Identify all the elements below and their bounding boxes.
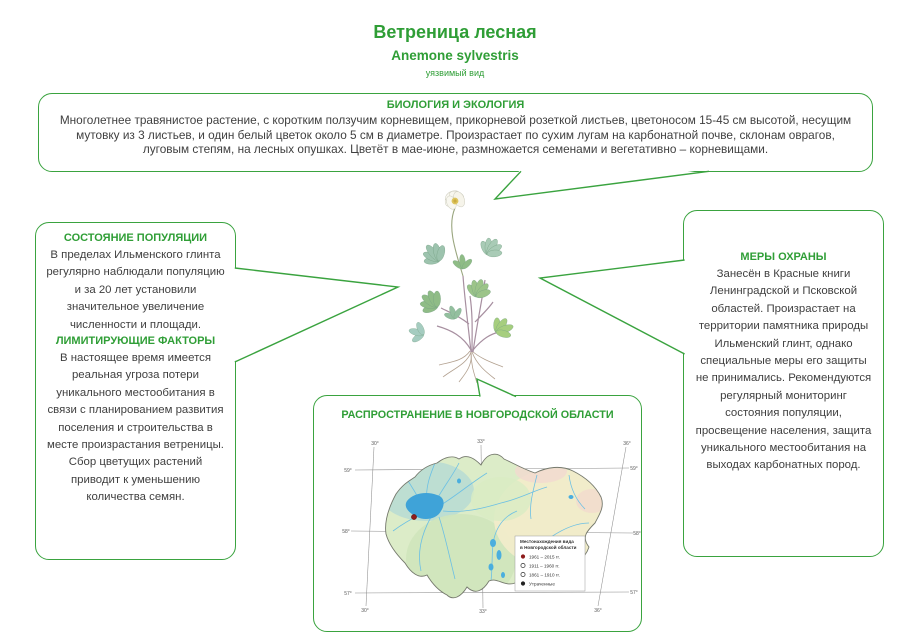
- legend-open-circle-icon: [520, 572, 526, 577]
- biology-callout: БИОЛОГИЯ И ЭКОЛОГИЯ Многолетнее травянис…: [38, 93, 873, 172]
- legend-item-label: 1911 – 1960 гг.: [529, 564, 560, 569]
- plant-illustration: [408, 190, 514, 384]
- plant-roots: [438, 350, 504, 384]
- legend-filled-red-circle-icon: [520, 554, 526, 559]
- flower: [444, 190, 465, 210]
- lon-label-bottom: 30°: [361, 608, 369, 614]
- legend-item-label: 1961 – 2015 гг.: [529, 555, 560, 560]
- map-legend: Местонахождения вида в Новгородской обла…: [514, 535, 586, 592]
- lon-label-bottom: 36°: [594, 608, 602, 614]
- legend-title-line2: в Новгородской области: [520, 544, 577, 550]
- limiting-factors-header: ЛИМИТИРУЮЩИЕ ФАКТОРЫ: [55, 335, 216, 348]
- distribution-map: 30° 33° 36° 30° 33° 36° 59° 58° 57° 59° …: [342, 439, 641, 614]
- legend-item-label: 1861 – 1910 гг.: [529, 573, 560, 578]
- population-header: СОСТОЯНИЕ ПОПУЛЯЦИИ: [63, 232, 208, 244]
- region-boundary: [385, 453, 603, 599]
- lat-label-right: 57°: [630, 590, 638, 596]
- plant-leaves: [408, 237, 514, 343]
- map-grid-labels: 30° 33° 36° 30° 33° 36° 59° 58° 57° 59° …: [342, 439, 641, 614]
- distribution-callout: РАСПРОСТРАНЕНИЕ В НОВГОРОДСКОЙ ОБЛАСТИ 3…: [313, 395, 642, 632]
- population-text: В пределах Ильменского глинта регулярно …: [46, 249, 225, 331]
- lake-ilmen: [405, 478, 574, 578]
- distribution-header: РАСПРОСТРАНЕНИЕ В НОВГОРОДСКОЙ ОБЛАСТИ: [341, 409, 614, 421]
- lon-label-top: 33°: [477, 439, 485, 445]
- protection-text: Занесён в Красные книги Ленинградской и …: [695, 268, 872, 472]
- species-location-marker: [411, 514, 417, 520]
- lon-label-top: 30°: [371, 441, 379, 447]
- population-callout: СОСТОЯНИЕ ПОПУЛЯЦИИ В пределах Ильменско…: [35, 222, 236, 560]
- protection-callout-tail: [537, 259, 686, 355]
- latin-name: Anemone sylvestris: [391, 48, 519, 63]
- lat-label-left: 59°: [344, 468, 352, 474]
- biology-header: БИОЛОГИЯ И ЭКОЛОГИЯ: [386, 99, 525, 111]
- protection-callout: МЕРЫ ОХРАНЫ Занесён в Красные книги Лени…: [683, 210, 884, 557]
- legend-filled-black-circle-icon: [520, 581, 526, 586]
- lat-label-left: 57°: [344, 591, 352, 597]
- protection-header: МЕРЫ ОХРАНЫ: [740, 251, 827, 263]
- lon-label-bottom: 33°: [479, 609, 487, 614]
- lat-label-right: 59°: [630, 466, 638, 472]
- biology-text: Многолетнее травянистое растение, с коро…: [59, 113, 852, 157]
- legend-title-line1: Местонахождения вида: [520, 539, 574, 544]
- legend-item-label: Утраченные: [529, 582, 555, 587]
- conservation-status: уязвимый вид: [425, 68, 485, 78]
- lat-label-right: 58°: [633, 531, 641, 537]
- legend-open-circle-icon: [520, 563, 526, 568]
- lon-label-top: 36°: [623, 441, 631, 447]
- limiting-factors-text: В настоящее время имеется реальная угроз…: [47, 352, 224, 504]
- population-callout-tail: [233, 267, 401, 363]
- lat-label-left: 58°: [342, 529, 350, 535]
- page-title: Ветреница лесная: [373, 22, 537, 42]
